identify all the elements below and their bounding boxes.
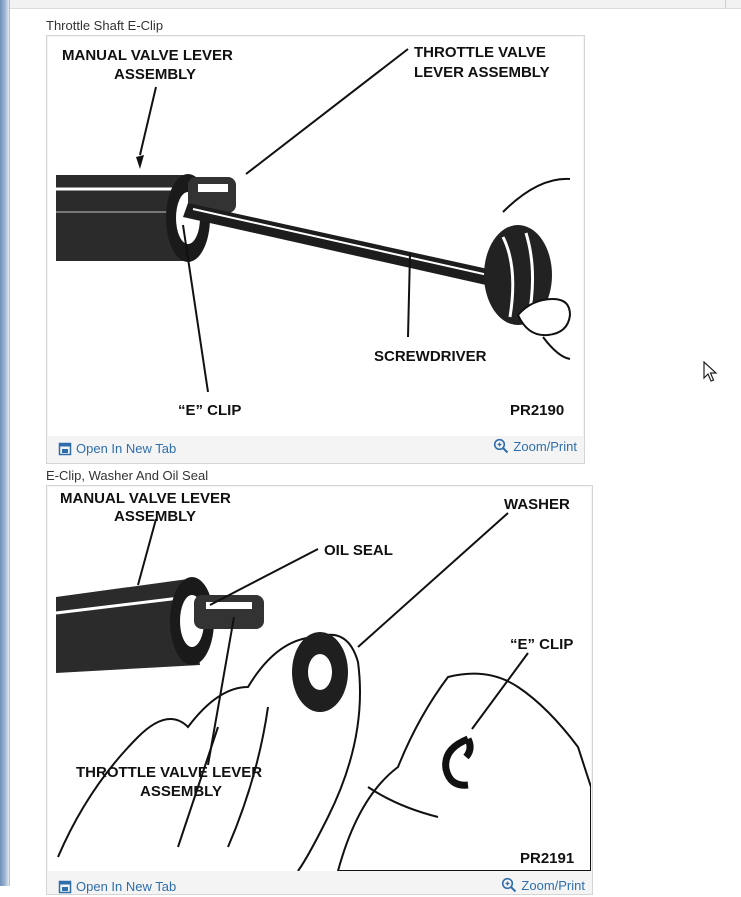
figure-code: PR2190 [510,402,564,419]
screwdriver-handle [484,225,552,325]
figure-action-bar: Open In New Tab Zoom/Print [48,436,583,462]
figure-title: E-Clip, Washer And Oil Seal [46,468,209,483]
window-left-edge [0,0,9,886]
leader-manual [137,518,157,586]
shaft-highlight [198,184,228,192]
figure-action-bar: Open In New Tab Zoom/Print [48,871,591,897]
zoom-icon [502,877,517,893]
label-throttle-valve-2: ASSEMBLY [140,783,222,800]
leader-eclip [182,224,209,393]
window-border [9,0,10,886]
leader-screwdriver [407,252,411,338]
label-throttle-valve-2: LEVER ASSEMBLY [414,64,550,81]
zoom-print-label: Zoom/Print [513,438,577,454]
open-in-new-tab-link[interactable]: Open In New Tab [58,879,176,894]
toolbar-divider [725,0,726,8]
zoom-print-label: Zoom/Print [521,877,585,893]
figure-throttle-shaft-eclip: Throttle Shaft E-Clip [46,17,585,464]
label-manual-valve-2: ASSEMBLY [114,508,196,525]
zoom-print-link[interactable]: Zoom/Print [501,877,585,893]
figure-frame: MANUAL VALVE LEVER ASSEMBLY THROTTLE VAL… [46,35,585,464]
figure-title: Throttle Shaft E-Clip [46,18,164,33]
screwdriver-highlight [192,208,489,276]
figure-eclip-washer-oil-seal: E-Clip, Washer And Oil Seal [46,467,593,895]
label-e-clip: “E” CLIP [178,402,241,419]
eclip-washer-diagram: MANUAL VALVE LEVER ASSEMBLY OIL SEAL WAS… [55,490,591,871]
figure-illustration[interactable]: MANUAL VALVE LEVER ASSEMBLY OIL SEAL WAS… [48,487,591,871]
e-clip [442,735,474,789]
right-hand [336,672,591,871]
figure-code: PR2191 [520,850,574,867]
shaft-highlight [206,602,252,609]
leader-throttle [207,616,235,766]
throttle-shaft-diagram: MANUAL VALVE LEVER ASSEMBLY THROTTLE VAL… [56,44,572,419]
figure-frame: MANUAL VALVE LEVER ASSEMBLY OIL SEAL WAS… [46,485,593,895]
label-manual-valve: MANUAL VALVE LEVER [60,490,231,507]
leader-throttle [245,48,409,175]
leader-oil-seal [209,548,319,606]
label-throttle-valve: THROTTLE VALVE LEVER [76,764,262,781]
open-in-new-tab-link[interactable]: Open In New Tab [58,441,176,456]
label-oil-seal: OIL SEAL [324,542,393,559]
cylinder-highlight [55,595,189,615]
label-manual-valve-2: ASSEMBLY [114,66,196,83]
zoom-icon [494,438,509,454]
finger-line-3 [367,786,439,818]
finger-line-2 [227,706,269,848]
leader-washer [357,512,509,648]
open-in-new-tab-label: Open In New Tab [76,879,177,894]
throttle-lever-shaft [194,595,264,629]
label-manual-valve: MANUAL VALVE LEVER [62,47,233,64]
handle-ridge [501,236,515,318]
thumb [516,297,572,337]
finger-line [177,726,219,848]
washer-hole [308,654,332,690]
figure-illustration[interactable]: MANUAL VALVE LEVER ASSEMBLY THROTTLE VAL… [48,37,583,436]
open-in-new-tab-icon [58,442,72,455]
label-e-clip: “E” CLIP [510,636,573,653]
label-screwdriver: SCREWDRIVER [374,348,487,365]
leader-arrow [136,155,144,169]
leader-manual [139,86,157,156]
open-in-new-tab-label: Open In New Tab [76,441,177,456]
screwdriver-shaft [183,203,488,285]
hand-outline-2 [542,336,571,360]
hand-outline [502,177,571,213]
leader-eclip [471,652,529,730]
manual-valve-cylinder [56,579,200,673]
mouse-cursor-icon [703,361,718,382]
open-in-new-tab-icon [58,880,72,893]
top-toolbar-edge [10,0,741,9]
zoom-print-link[interactable]: Zoom/Print [493,438,577,454]
label-washer: WASHER [504,496,570,513]
label-throttle-valve: THROTTLE VALVE [414,44,546,61]
